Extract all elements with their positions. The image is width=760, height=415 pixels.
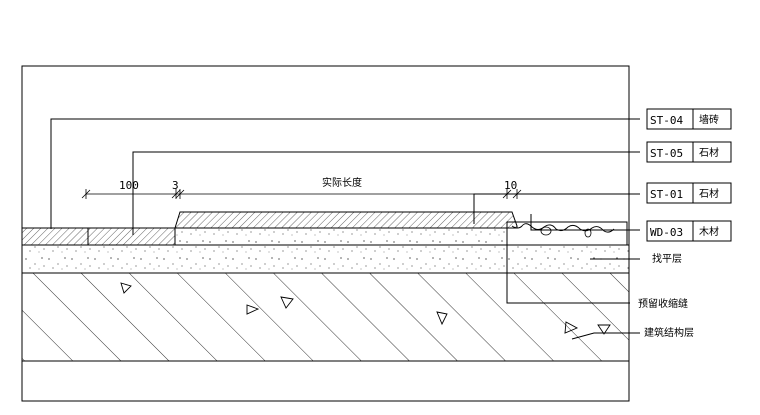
tag-name: 石材 xyxy=(699,146,719,159)
structural-layer xyxy=(21,272,630,362)
raised-bed xyxy=(175,228,507,245)
tag-name: 墙砖 xyxy=(699,113,719,126)
dimension-10: 10 xyxy=(504,179,517,192)
tag-code: ST-01 xyxy=(650,188,683,201)
tile-st04-st05 xyxy=(21,227,176,246)
tag-st05: ST-05 石材 xyxy=(646,141,732,163)
tag-st01: ST-01 石材 xyxy=(646,182,732,204)
note-joint: 预留收缩缝 xyxy=(638,297,688,310)
leader-st05 xyxy=(132,151,640,235)
dimension-actual-length: 实际长度 xyxy=(322,176,362,189)
note-structure: 建筑结构层 xyxy=(644,326,694,339)
tag-code: ST-04 xyxy=(650,114,683,127)
tag-name: 石材 xyxy=(699,187,719,200)
leader-structure xyxy=(571,332,640,340)
dimension-100: 100 xyxy=(119,179,139,192)
wood-grain xyxy=(511,223,615,233)
dimension-3: 3 xyxy=(172,179,179,192)
note-leveling: 找平层 xyxy=(652,252,682,265)
stone-st01 xyxy=(174,211,518,229)
tag-code: WD-03 xyxy=(650,226,683,239)
leader-st01 xyxy=(473,193,640,224)
tag-code: ST-05 xyxy=(650,147,683,160)
leveling-layer xyxy=(22,245,629,273)
leader-wd03 xyxy=(530,214,640,231)
tag-st04: ST-04 墙砖 xyxy=(646,108,732,130)
tag-wd03: WD-03 木材 xyxy=(646,220,732,242)
wood-wd03 xyxy=(506,221,628,246)
leader-st04 xyxy=(50,118,640,229)
tag-name: 木材 xyxy=(699,225,719,238)
joint-leader xyxy=(506,245,630,304)
